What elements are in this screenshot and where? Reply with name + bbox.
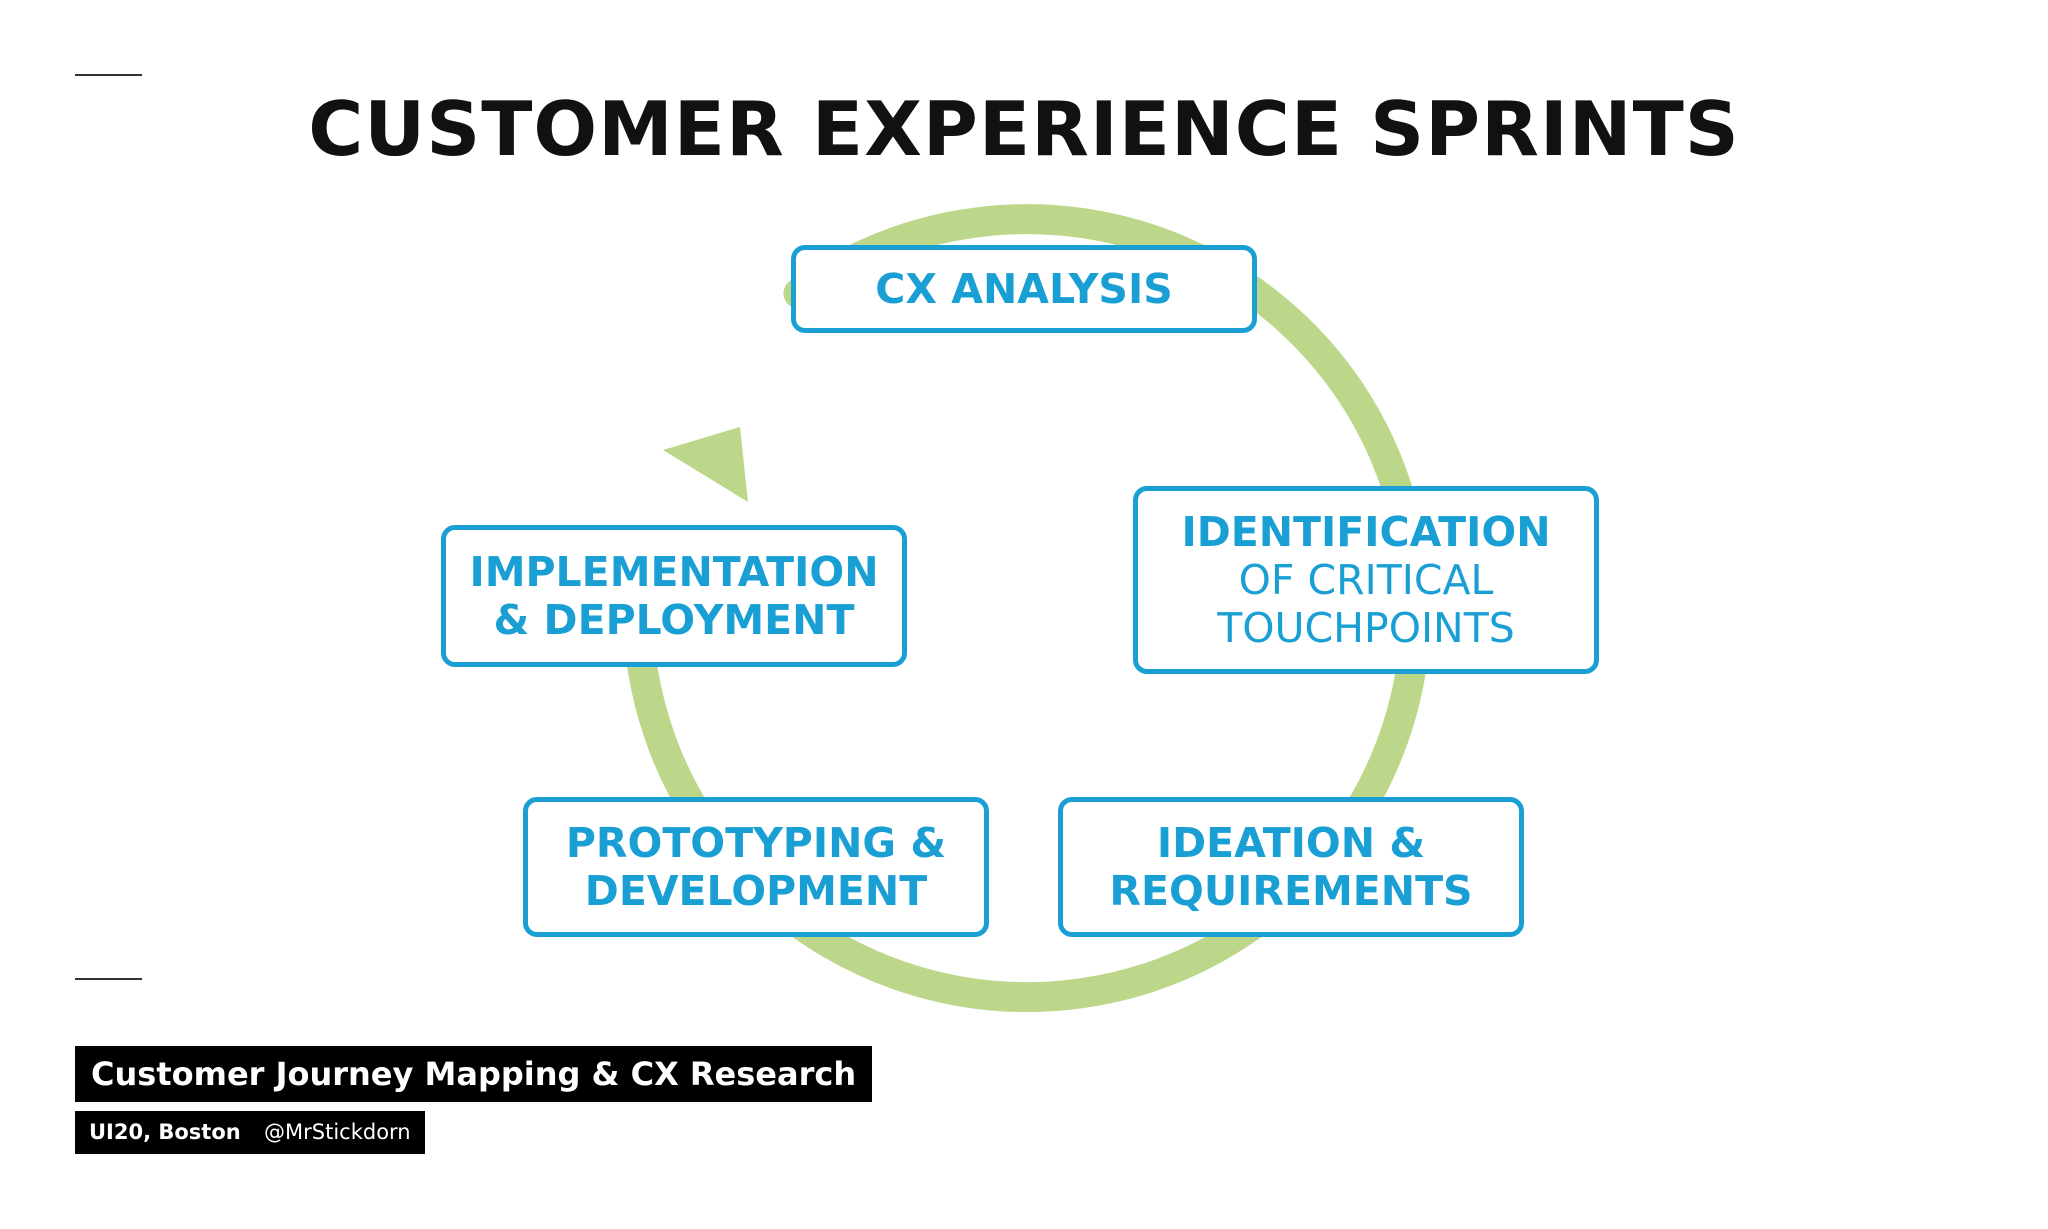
stage-identification-line2: OF CRITICAL [1238,556,1494,604]
stage-cx-analysis-label: CX ANALYSIS [875,265,1173,313]
stage-implementation: IMPLEMENTATION & DEPLOYMENT [441,525,907,667]
cycle-arrowhead [663,427,748,502]
stage-ideation-line2: REQUIREMENTS [1109,867,1473,915]
stage-prototyping-line1: PROTOTYPING & [565,819,947,867]
footer-handle-tag: @MrStickdorn [250,1111,425,1154]
top-rule [75,74,142,76]
stage-implementation-line2: & DEPLOYMENT [493,596,855,644]
stage-prototyping-line2: DEVELOPMENT [584,867,928,915]
stage-identification-label: IDENTIFICATION [1181,508,1551,556]
slide-title: CUSTOMER EXPERIENCE SPRINTS [308,85,1740,173]
footer-event-tag: UI20, Boston [75,1111,255,1154]
bottom-rule [75,978,142,980]
footer-talk-title: Customer Journey Mapping & CX Research [75,1046,873,1102]
stage-identification: IDENTIFICATION OF CRITICAL TOUCHPOINTS [1133,486,1599,674]
stage-identification-line3: TOUCHPOINTS [1217,604,1515,652]
stage-ideation: IDEATION & REQUIREMENTS [1058,797,1524,937]
stage-cx-analysis: CX ANALYSIS [791,245,1257,333]
stage-implementation-line1: IMPLEMENTATION [469,548,879,596]
stage-ideation-line1: IDEATION & [1156,819,1426,867]
stage-prototyping: PROTOTYPING & DEVELOPMENT [523,797,989,937]
